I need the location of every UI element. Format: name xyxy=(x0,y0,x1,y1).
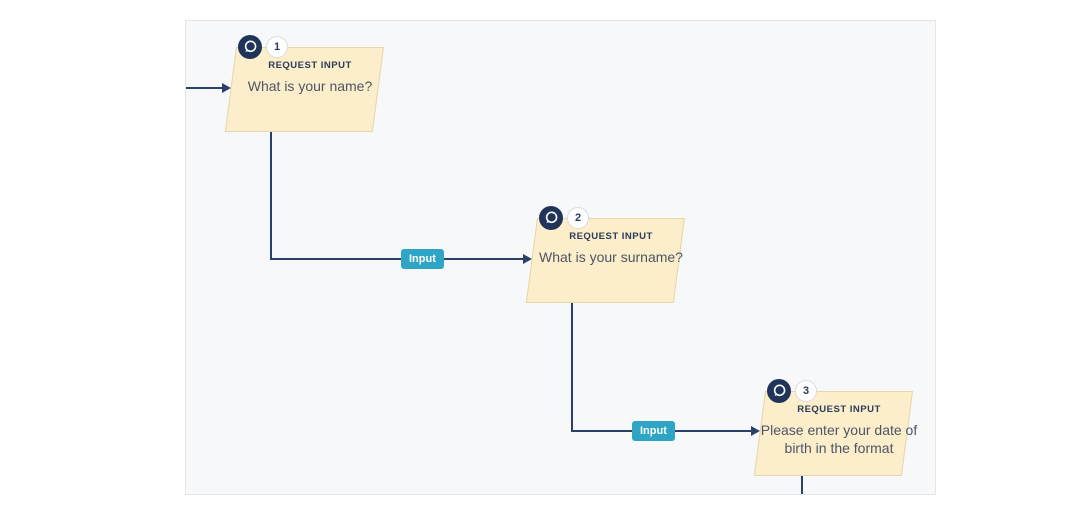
node-text: Please enter your date of birth in the f… xyxy=(761,421,917,457)
chat-bubble-glyph xyxy=(244,40,257,53)
node-content: REQUEST INPUT Please enter your date of … xyxy=(761,391,917,457)
connector-line xyxy=(801,474,803,494)
node-text-line: What is your name? xyxy=(247,78,373,94)
connector-line xyxy=(186,87,223,89)
chat-bubble-glyph xyxy=(545,211,558,224)
chat-bubble-icon xyxy=(238,35,262,59)
connector-line xyxy=(571,303,573,432)
node-type-label: REQUEST INPUT xyxy=(268,60,352,71)
node-number-badge: 2 xyxy=(567,207,589,229)
node-request-input-2[interactable]: 2 REQUEST INPUT What is your surname? xyxy=(525,206,685,303)
connection-label-input[interactable]: Input xyxy=(632,421,675,441)
node-number-badge: 1 xyxy=(266,36,288,58)
node-content: REQUEST INPUT What is your name? xyxy=(236,47,384,95)
node-text: What is your name? xyxy=(236,77,384,95)
node-type-label: REQUEST INPUT xyxy=(797,404,881,415)
chat-bubble-icon xyxy=(767,379,791,403)
node-text: What is your surname? xyxy=(537,248,685,266)
node-number-badge: 3 xyxy=(795,380,817,402)
node-text-line: birth in the format xyxy=(784,440,894,456)
node-text-line: Please enter your date of xyxy=(760,422,918,438)
connector-line xyxy=(270,131,272,260)
chat-bubble-glyph xyxy=(773,384,786,397)
connector-arrowhead xyxy=(222,83,231,93)
chat-bubble-icon xyxy=(539,206,563,230)
connector-arrowhead xyxy=(751,426,760,436)
connection-label-input[interactable]: Input xyxy=(401,249,444,269)
connector-arrowhead xyxy=(523,254,532,264)
node-text-line: What is your surname? xyxy=(539,249,683,265)
node-content: REQUEST INPUT What is your surname? xyxy=(537,218,685,266)
connector-line xyxy=(270,258,524,260)
node-request-input-3[interactable]: 3 REQUEST INPUT Please enter your date o… xyxy=(753,379,917,476)
node-type-label: REQUEST INPUT xyxy=(569,231,653,242)
flow-canvas[interactable]: 1 REQUEST INPUT What is your name? 2 REQ… xyxy=(185,20,936,495)
node-request-input-1[interactable]: 1 REQUEST INPUT What is your name? xyxy=(224,35,384,132)
